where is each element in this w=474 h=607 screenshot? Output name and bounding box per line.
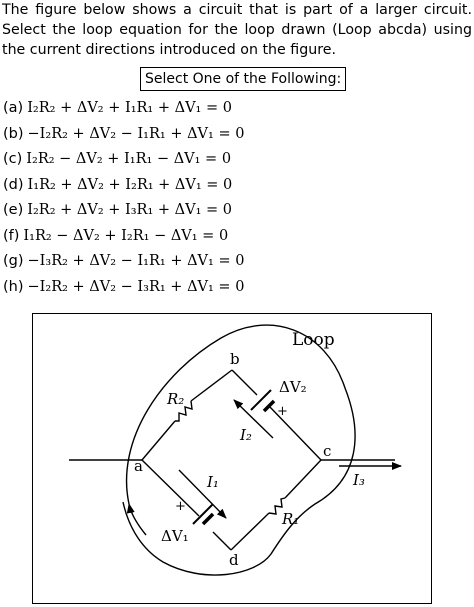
i3-label: I₃ [352, 471, 365, 489]
question-text: The figure below shows a circuit that is… [2, 2, 472, 58]
option-letter: (h) [3, 278, 24, 295]
loop-direction-arrow [126, 503, 147, 536]
option-b[interactable]: (b)−I₂R₂ + ΔV₂ − I₁R₁ + ΔV₁ = 0 [3, 122, 244, 148]
wire-c-d [284, 459, 322, 499]
option-equation: I₁R₂ + ΔV₂ + I₂R₁ + ΔV₁ = 0 [27, 176, 233, 193]
option-d[interactable]: (d)I₁R₂ + ΔV₂ + I₂R₁ + ΔV₁ = 0 [3, 173, 244, 199]
option-a[interactable]: (a)I₂R₂ + ΔV₂ + I₁R₁ + ΔV₁ = 0 [3, 96, 244, 122]
select-prompt: Select One of the Following: [140, 67, 347, 91]
option-letter: (c) [3, 151, 23, 167]
answer-options: (a)I₂R₂ + ΔV₂ + I₁R₁ + ΔV₁ = 0 (b)−I₂R₂ … [3, 96, 244, 300]
i1-label: I₁ [206, 473, 219, 491]
wire-b-c-2 [268, 405, 322, 461]
battery-v1-short [201, 512, 215, 526]
circuit-figure: Loop a b c d R₂ R₁ ΔV₂ ΔV₁ I₂ I₁ I₃ + + [32, 313, 432, 604]
resistor-r1 [268, 497, 286, 515]
option-equation: I₂R₂ + ΔV₂ + I₁R₁ + ΔV₁ = 0 [27, 100, 232, 116]
i2-arrow [233, 399, 274, 439]
option-letter: (e) [3, 202, 24, 218]
option-equation: I₂R₂ + ΔV₂ + I₃R₁ + ΔV₁ = 0 [27, 202, 232, 218]
battery-v2-long [250, 389, 272, 411]
r2-label: R₂ [166, 390, 184, 408]
circuit-diagram: Loop a b c d R₂ R₁ ΔV₂ ΔV₁ I₂ I₁ I₃ + + [69, 324, 402, 576]
option-letter: (d) [3, 176, 24, 193]
option-letter: (g) [3, 253, 24, 269]
battery-v1-long [192, 503, 214, 525]
i1-arrow [178, 469, 227, 519]
wire-a-b [141, 420, 176, 461]
option-equation: I₂R₂ − ΔV₂ + I₁R₁ − ΔV₁ = 0 [26, 151, 232, 167]
v1-plus-sign: + [175, 499, 186, 514]
v2-label: ΔV₂ [279, 378, 307, 396]
option-h[interactable]: (h)−I₂R₂ + ΔV₂ − I₃R₁ + ΔV₁ = 0 [3, 275, 244, 301]
option-letter: (a) [3, 100, 24, 116]
i2-label: I₂ [239, 426, 252, 444]
node-d-label: d [229, 551, 239, 569]
option-f[interactable]: (f)I₁R₂ − ΔV₂ + I₂R₁ − ΔV₁ = 0 [3, 224, 244, 250]
wire-b-c [231, 369, 258, 396]
option-g[interactable]: (g)−I₃R₂ + ΔV₂ − I₁R₁ + ΔV₁ = 0 [3, 249, 244, 275]
option-equation: −I₃R₂ + ΔV₂ − I₁R₁ + ΔV₁ = 0 [27, 253, 245, 269]
option-equation: I₁R₂ − ΔV₂ + I₂R₁ − ΔV₁ = 0 [23, 227, 229, 244]
resistor-r2 [175, 400, 193, 422]
option-letter: (f) [3, 227, 20, 244]
option-equation: −I₂R₂ + ΔV₂ − I₃R₁ + ΔV₁ = 0 [27, 278, 245, 295]
option-equation: −I₂R₂ + ΔV₂ − I₁R₁ + ΔV₁ = 0 [27, 125, 245, 142]
v2-plus-sign: + [277, 404, 288, 419]
loop-label: Loop [292, 330, 335, 350]
wire-d-a-2 [141, 459, 200, 517]
loop-curve [122, 324, 356, 576]
r1-label: R₁ [281, 510, 299, 528]
option-e[interactable]: (e)I₂R₂ + ΔV₂ + I₃R₁ + ΔV₁ = 0 [3, 198, 244, 224]
v1-label: ΔV₁ [161, 527, 189, 545]
wire-a-b-2 [190, 369, 233, 402]
option-letter: (b) [3, 125, 24, 142]
node-b-label: b [230, 350, 240, 368]
wire-c-d-2 [230, 512, 270, 551]
node-c-label: c [323, 442, 331, 460]
node-a-label: a [134, 457, 143, 475]
option-c[interactable]: (c)I₂R₂ − ΔV₂ + I₁R₁ − ΔV₁ = 0 [3, 147, 244, 173]
wire-d-a [212, 531, 232, 551]
